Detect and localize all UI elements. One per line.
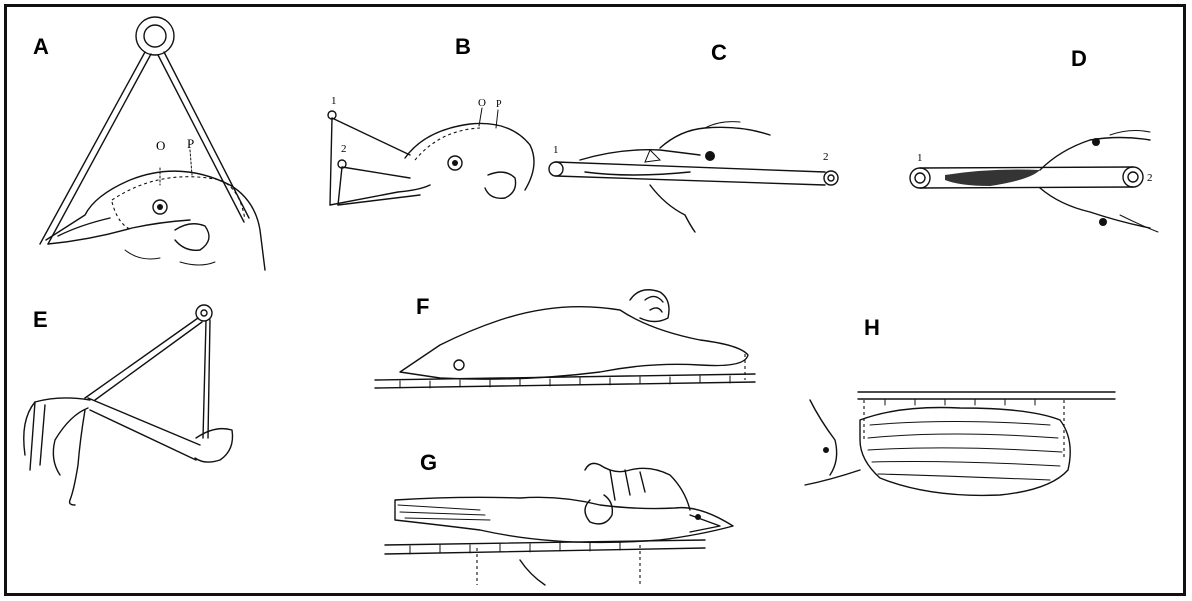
panel-a-drawing	[40, 17, 265, 270]
panel-f-drawing	[375, 290, 755, 388]
panel-e-drawing	[24, 305, 233, 505]
panel-d-drawing	[910, 131, 1158, 232]
panel-b-drawing	[328, 108, 534, 205]
panel-c-drawing	[549, 122, 838, 232]
panel-h-drawing	[805, 392, 1115, 495]
panel-g-drawing	[385, 463, 733, 585]
